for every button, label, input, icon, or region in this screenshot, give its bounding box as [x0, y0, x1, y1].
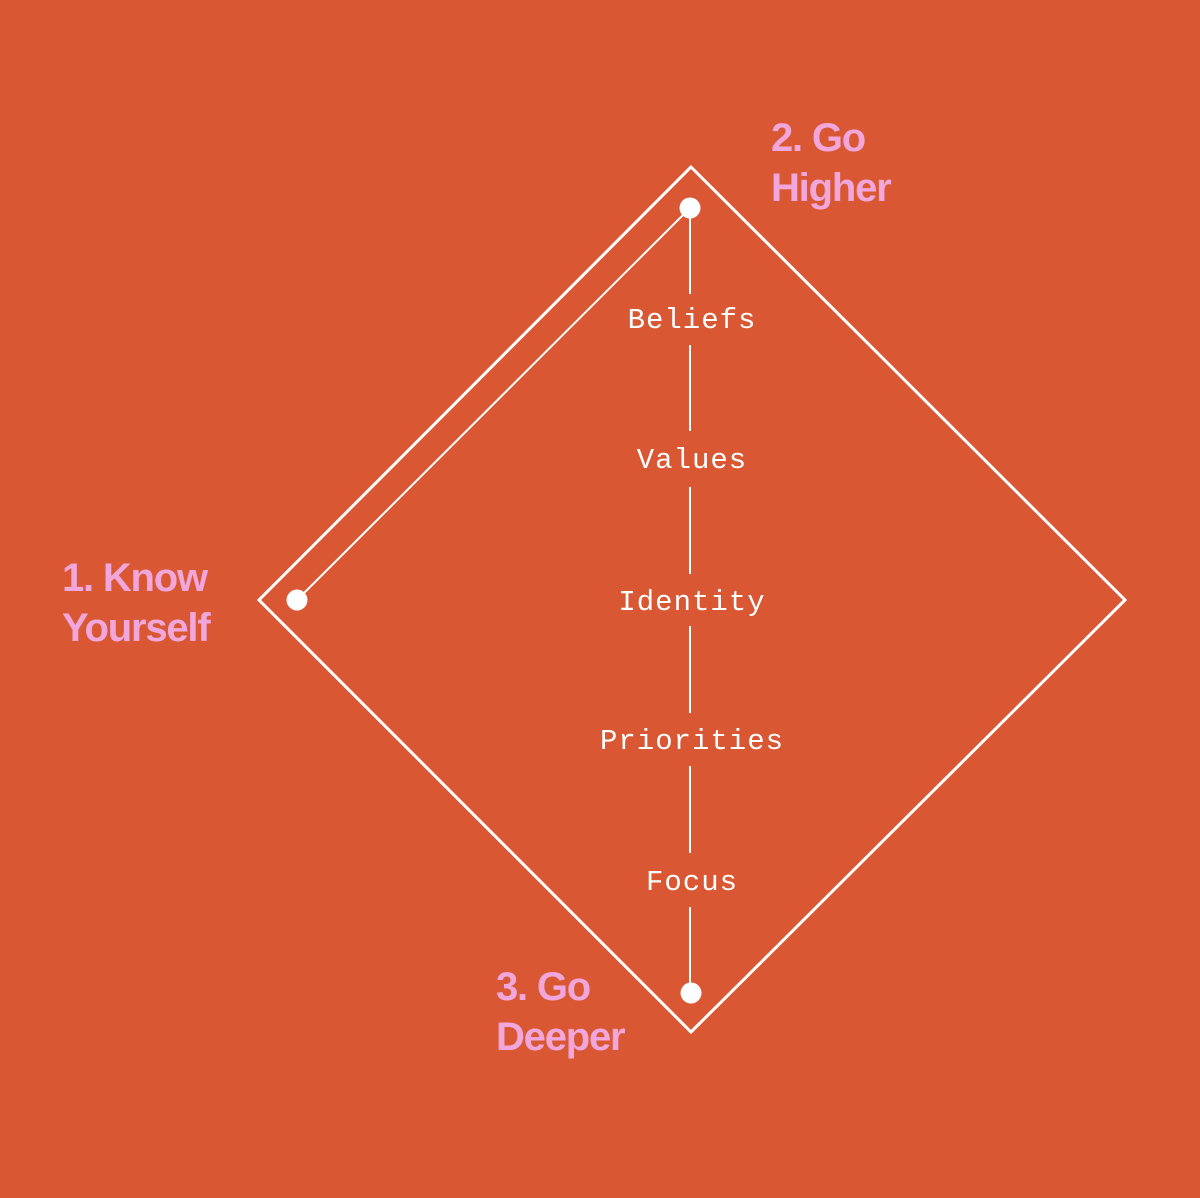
level-identity: Identity: [618, 586, 765, 619]
step-know-yourself-line1: 1. Know: [62, 556, 208, 600]
level-values: Values: [637, 444, 747, 477]
go-higher-dot: [679, 197, 701, 219]
step-go-deeper-label: 3. Go Deeper: [496, 962, 626, 1062]
step-go-higher-label: 2. Go Higher: [771, 113, 892, 213]
go-deeper-dot: [680, 982, 702, 1004]
step-know-yourself-line2: Yourself: [62, 606, 211, 650]
step-go-higher-line1: 2. Go: [771, 116, 866, 160]
ascent-path-line: [296, 207, 691, 601]
level-beliefs: Beliefs: [628, 304, 757, 337]
level-priorities: Priorities: [600, 725, 784, 758]
step-know-yourself-label: 1. Know Yourself: [62, 553, 211, 653]
step-go-deeper-line2: Deeper: [496, 1015, 626, 1059]
step-go-higher-line2: Higher: [771, 166, 892, 210]
step-go-deeper-line1: 3. Go: [496, 965, 591, 1009]
level-focus: Focus: [646, 866, 738, 899]
know-yourself-dot: [286, 589, 308, 611]
diamond-outline: [256, 164, 1128, 1035]
